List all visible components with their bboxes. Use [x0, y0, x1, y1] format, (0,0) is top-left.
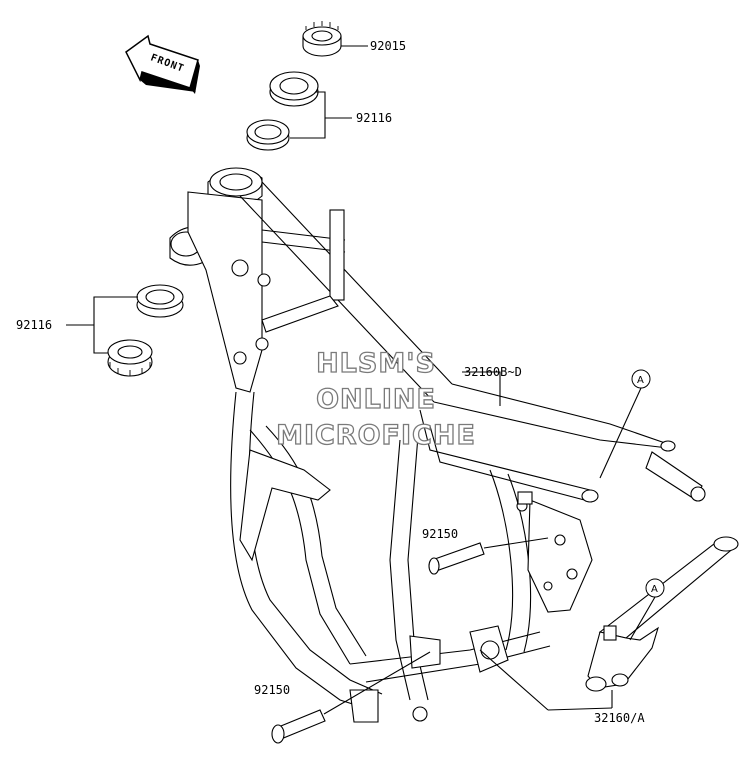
part-label-32160-a: 32160/A: [594, 711, 645, 725]
callout-a-upper: [631, 369, 651, 389]
watermark-line-3: MICROFICHE: [276, 420, 476, 451]
part-label-92150-middle: 92150: [422, 527, 458, 541]
bearing-race-lower: [246, 119, 290, 151]
bearing-race-left: [136, 284, 184, 318]
callout-a-lower: [645, 578, 665, 598]
watermark-line-2: ONLINE: [316, 384, 436, 415]
bearing-cone-left: [107, 339, 153, 377]
front-arrow-icon: FRONT: [125, 34, 200, 94]
watermark: HLSM'S ONLINE MICROFICHE: [275, 347, 476, 451]
part-label-92116-left: 92116: [16, 318, 52, 332]
sub-frame-32160a: [585, 536, 739, 692]
bolt-92150-lower: [271, 709, 326, 744]
main-frame: [169, 167, 706, 723]
part-label-92116-top: 92116: [356, 111, 392, 125]
callout-a-upper-text: A: [637, 375, 644, 386]
part-label-92015: 92015: [370, 39, 406, 53]
callout-a-lower-text: A: [651, 584, 658, 595]
bearing-race-upper: [269, 71, 319, 107]
watermark-line-1: HLSM'S: [316, 348, 436, 379]
bolt-92150-middle: [428, 542, 485, 575]
part-label-92150-lower: 92150: [254, 683, 290, 697]
steering-stem-nut: [302, 21, 342, 57]
part-label-32160b-d: 32160B~D: [464, 365, 522, 379]
